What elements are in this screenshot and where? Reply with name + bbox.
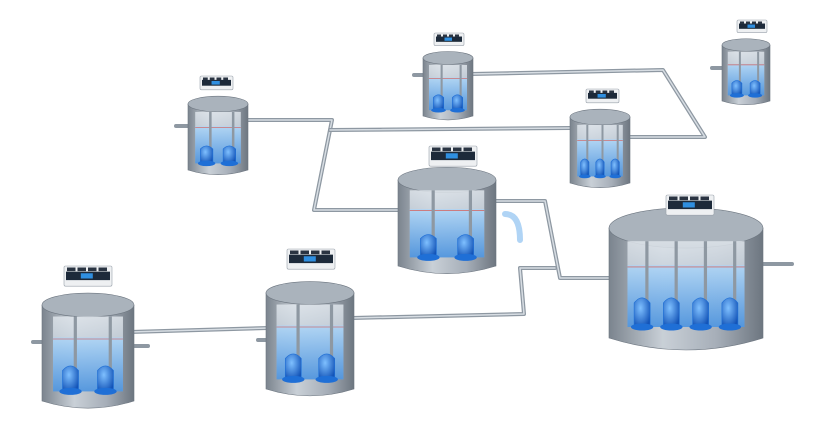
pump-base <box>729 93 744 98</box>
pipe-segment <box>245 119 401 211</box>
pump-stations <box>41 19 771 409</box>
submersible-pump-icon <box>610 158 620 177</box>
controller-unit-icon <box>433 32 465 46</box>
submersible-pump-icon <box>663 297 680 328</box>
pump-base <box>630 323 654 331</box>
station-3 <box>422 32 474 121</box>
pipe-segment <box>495 200 611 279</box>
pump-base <box>59 387 82 395</box>
submersible-pump-icon <box>595 158 605 177</box>
pipe-network <box>31 66 794 348</box>
submersible-pump-icon <box>222 145 236 164</box>
pump-base <box>689 323 712 331</box>
pump-base <box>660 323 683 331</box>
controller-unit-icon <box>665 194 715 216</box>
station-1 <box>41 265 135 409</box>
submersible-pump-icon <box>749 80 761 96</box>
submersible-pump-icon <box>432 94 445 111</box>
pipe-segment <box>351 267 556 319</box>
station-2 <box>187 75 249 175</box>
station-7 <box>265 248 355 397</box>
pipe-segment <box>469 69 706 138</box>
station-4 <box>721 19 771 106</box>
pump-base <box>197 160 216 167</box>
station-6 <box>397 145 497 274</box>
pipe-segment <box>350 266 557 320</box>
submersible-pump-icon <box>580 158 590 177</box>
submersible-pump-icon <box>284 353 302 380</box>
pump-base <box>609 174 622 179</box>
pump-base <box>718 323 742 331</box>
pump-base <box>450 107 465 113</box>
station-8 <box>608 194 764 351</box>
submersible-pump-icon <box>721 297 739 328</box>
submersible-pump-icon <box>633 297 651 328</box>
submersible-pump-icon <box>731 80 743 96</box>
pump-base <box>94 387 117 395</box>
controller-unit-icon <box>199 75 234 91</box>
submersible-pump-icon <box>200 145 214 164</box>
pump-base <box>417 253 440 261</box>
pump-base <box>220 160 239 167</box>
tank-rim <box>41 292 135 318</box>
tank-rim <box>397 166 497 194</box>
submersible-pump-icon <box>97 365 114 392</box>
submersible-pump-icon <box>318 353 336 380</box>
pipe-segment <box>129 327 269 333</box>
tank-rim <box>187 95 249 113</box>
tank-rim <box>265 281 355 305</box>
controller-unit-icon <box>585 88 620 104</box>
submersible-pump-icon <box>62 365 79 392</box>
submersible-pump-icon <box>457 234 474 258</box>
pipe-segment <box>329 127 571 131</box>
controller-unit-icon <box>286 248 336 270</box>
tank-rim <box>422 51 474 65</box>
submersible-pump-icon <box>692 297 709 328</box>
pump-base <box>594 174 606 179</box>
controller-unit-icon <box>736 19 768 33</box>
submersible-pump-icon <box>451 94 464 111</box>
submersible-pump-icon <box>420 234 437 258</box>
tank-rim <box>569 108 631 126</box>
controller-unit-icon <box>428 145 478 167</box>
tank-rim <box>721 38 771 52</box>
pump-base <box>748 93 763 98</box>
overflow-stream <box>502 211 523 243</box>
pump-base <box>454 253 477 261</box>
pump-base <box>282 375 305 383</box>
pump-base <box>578 174 591 179</box>
station-5 <box>569 88 631 188</box>
pump-base <box>315 375 338 383</box>
controller-unit-icon <box>63 265 113 287</box>
pump-base <box>431 107 446 113</box>
